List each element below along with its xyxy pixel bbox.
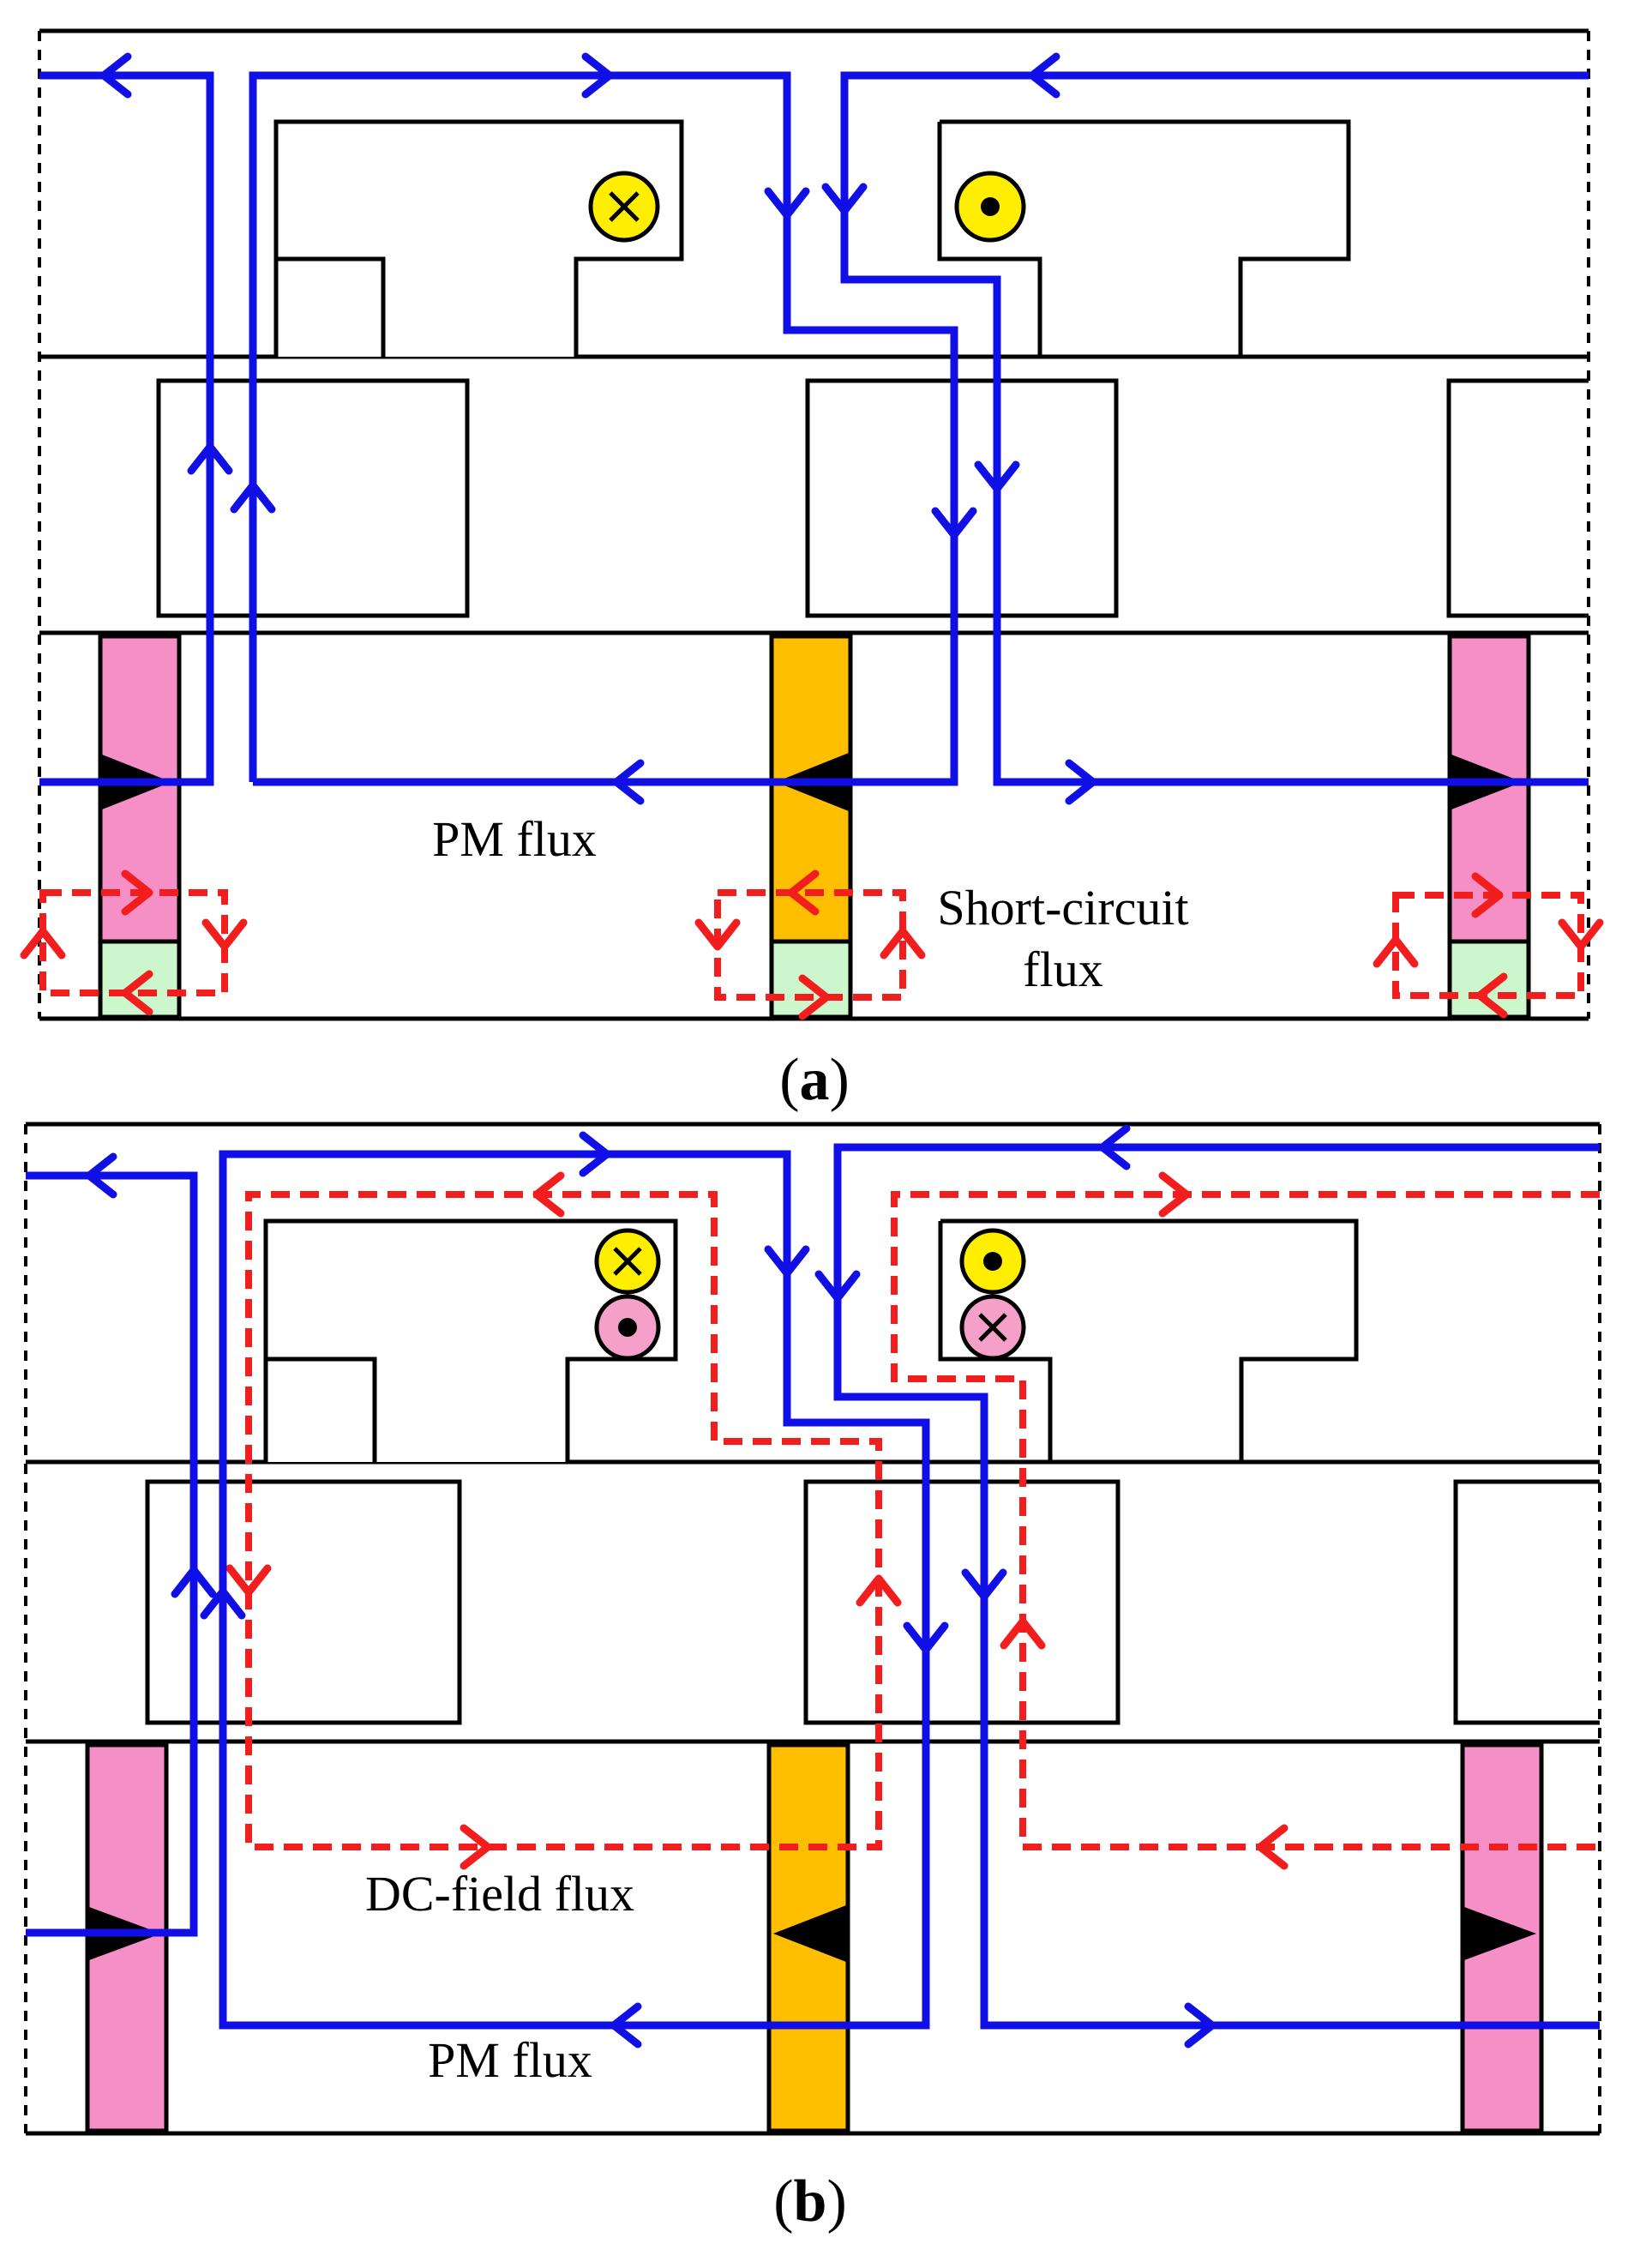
- panel-b-rotor-block-3: [1453, 1479, 1600, 1725]
- panel-b-coil-3: [959, 1228, 1026, 1295]
- panel-a-caption-close: ): [830, 1047, 850, 1113]
- cross-icon: [978, 1313, 1007, 1342]
- panel-b-pm-flux-label: PM flux: [428, 2032, 592, 2088]
- panel-a: PM flux Short-circuit flux (a): [24, 28, 1600, 1113]
- dot-icon: [983, 1252, 1002, 1271]
- panel-a-rotor-block-1: [156, 378, 470, 618]
- panel-a-short-circuit-label-line2: flux: [1023, 941, 1102, 997]
- panel-b-stator-slot-left: [263, 1218, 678, 1462]
- dot-icon: [981, 197, 1000, 216]
- panel-b-rotor-block-1: [145, 1479, 462, 1725]
- panel-b-stator-slot-right: [940, 1218, 1359, 1462]
- panel-a-caption-letter: a: [800, 1047, 830, 1113]
- panel-a-rotor-block-3: [1446, 378, 1589, 618]
- panel-b: DC-field flux PM flux (b): [24, 1122, 1601, 2235]
- panel-a-short-circuit-label-line1: Short-circuit: [937, 880, 1188, 935]
- panel-a-caption: (a): [779, 1047, 850, 1113]
- cross-icon: [613, 1247, 642, 1276]
- dot-icon: [618, 1318, 637, 1337]
- panel-a-pm-flux-label: PM flux: [432, 811, 597, 867]
- panel-b-caption: (b): [773, 2169, 847, 2235]
- panel-b-rotor-block-2: [803, 1479, 1120, 1725]
- panel-a-green-block-center: [769, 939, 853, 1020]
- panel-a-coil-1: [588, 171, 660, 243]
- panel-b-caption-close: ): [826, 2169, 846, 2235]
- panel-b-coil-2: [594, 1294, 661, 1361]
- panel-a-stator-slot-right: [940, 119, 1351, 357]
- cross-icon: [609, 191, 640, 222]
- panel-b-dc-field-flux: [245, 1191, 1600, 1850]
- panel-b-pm-flux: [26, 1143, 1600, 2030]
- panel-b-coil-1: [594, 1228, 661, 1295]
- panel-a-coil-2: [954, 171, 1026, 243]
- panel-a-caption-open: (: [779, 1047, 799, 1113]
- panel-b-coil-4: [959, 1294, 1026, 1361]
- panel-b-wedge-center: [773, 1905, 846, 1962]
- panel-a-stator-slot-left: [273, 119, 684, 357]
- panel-b-stator-tooth-left: [266, 1357, 377, 1462]
- panel-a-stator-tooth-mid: [937, 122, 1042, 357]
- panel-b-wedge-right: [1464, 1907, 1536, 1960]
- panel-b-dc-field-flux-label: DC-field flux: [365, 1866, 634, 1922]
- panel-b-caption-open: (: [773, 2169, 793, 2235]
- panel-a-stator-tooth-left: [276, 256, 386, 357]
- panel-a-rotor-block-2: [805, 378, 1119, 618]
- panel-b-caption-letter: b: [794, 2169, 827, 2235]
